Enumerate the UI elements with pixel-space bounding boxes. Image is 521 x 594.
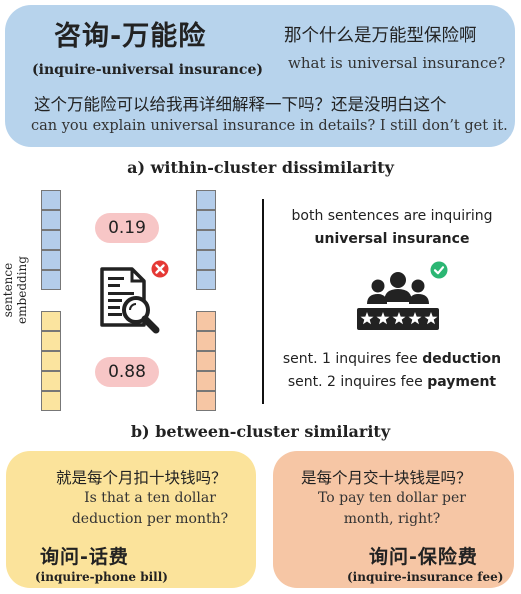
sent-2-explanation: sent. 2 inquires fee payment [270,374,514,390]
bottom-right-question-en-2: month, right? [343,511,441,527]
embedding-cell [41,331,61,351]
bottom-right-question-zh: 是每个月交十块钱是吗？ [301,469,472,487]
explanation-line-2: universal insurance [314,231,470,247]
embedding-cell [41,230,61,250]
embedding-cell [196,331,216,351]
top-title: 咨询-万能险 [54,21,207,52]
bottom-right-question-en-1: To pay ten dollar per [318,490,466,506]
sent-1-keyword: deduction [422,351,502,367]
top-title-en: (inquire-universal insurance) [32,62,263,78]
section-b-title: b) between-cluster similarity [130,422,391,441]
embedding-cell [41,391,61,411]
embedding-cell [41,311,61,331]
bottom-left-subtitle: (inquire-phone bill) [35,570,168,584]
question-1-en: what is universal insurance? [288,54,506,72]
embedding-bottom-right [196,311,216,411]
score-bottom: 0.88 [95,357,159,387]
question-2-en: can you explain universal insurance in d… [31,118,508,134]
bottom-right-panel [273,451,514,588]
embedding-cell [41,210,61,230]
embedding-cell [196,311,216,331]
embedding-cell [41,371,61,391]
bottom-left-question-en-2: deduction per month? [71,511,229,527]
sent-1-prefix: sent. 1 inquires fee [282,351,423,367]
section-a-title: a) within-cluster dissimilarity [127,158,394,177]
document-search-icon [100,267,160,334]
embedding-cell [196,270,216,290]
embedding-bottom-left [41,311,61,411]
embedding-axis-label: sentence embedding [1,256,29,324]
embedding-cell [196,351,216,371]
vertical-divider [262,199,264,404]
embedding-cell [41,270,61,290]
sent-2-keyword: payment [427,374,497,390]
embedding-cell [41,250,61,270]
top-panel [5,5,515,147]
embedding-cell [196,250,216,270]
embedding-cell [196,371,216,391]
embedding-top-left [41,190,61,290]
bottom-right-title: 询问-保险费 [369,546,478,568]
question-1-zh: 那个什么是万能型保险啊 [284,26,477,46]
bottom-left-title: 询问-话费 [40,546,129,568]
team-rating-icon [357,272,439,330]
embedding-cell [196,210,216,230]
explanation-line-1: both sentences are inquiring [291,208,493,224]
bottom-left-panel [6,451,256,588]
embedding-cell [196,230,216,250]
embedding-top-right [196,190,216,290]
check-badge-icon [430,261,448,279]
embedding-cell [41,190,61,210]
sent-2-prefix: sent. 2 inquires fee [287,374,428,390]
sent-1-explanation: sent. 1 inquires fee deduction [270,351,514,367]
bottom-right-subtitle: (inquire-insurance fee) [347,570,504,584]
bottom-left-question-en-1: Is that a ten dollar [84,490,216,506]
bottom-left-question-zh: 就是每个月扣十块钱吗？ [56,469,227,487]
embedding-cell [196,391,216,411]
embedding-cell [196,190,216,210]
score-top: 0.19 [95,213,159,243]
embedding-cell [41,351,61,371]
question-2-zh: 这个万能险可以给我再详细解释一下吗？还是没明白这个 [34,95,447,114]
cross-badge-icon [151,260,169,278]
